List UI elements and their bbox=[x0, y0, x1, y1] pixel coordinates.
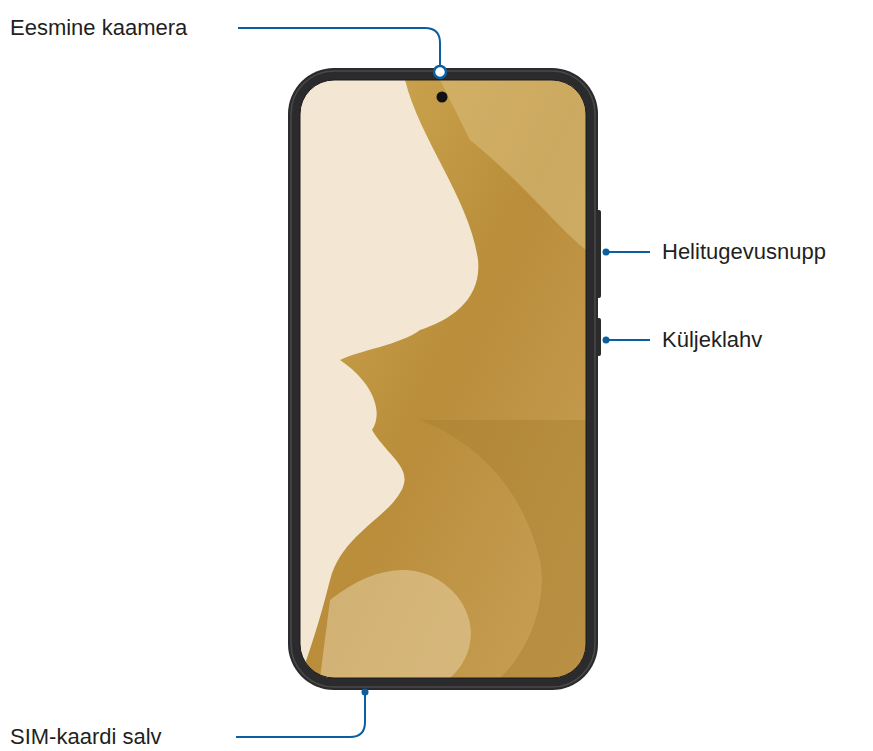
phone-frame bbox=[291, 71, 595, 687]
part-label: Eesmine kaamera bbox=[10, 17, 187, 39]
part-label: Helitugevusnupp bbox=[662, 241, 826, 263]
phone-body bbox=[288, 68, 598, 690]
leader-dots bbox=[362, 66, 610, 696]
part-label: SIM-kaardi salv bbox=[10, 726, 162, 748]
part-label: Küljeklahv bbox=[662, 329, 762, 351]
leader-lines bbox=[236, 28, 650, 737]
camera-hole bbox=[437, 92, 448, 103]
screen bbox=[300, 80, 586, 678]
